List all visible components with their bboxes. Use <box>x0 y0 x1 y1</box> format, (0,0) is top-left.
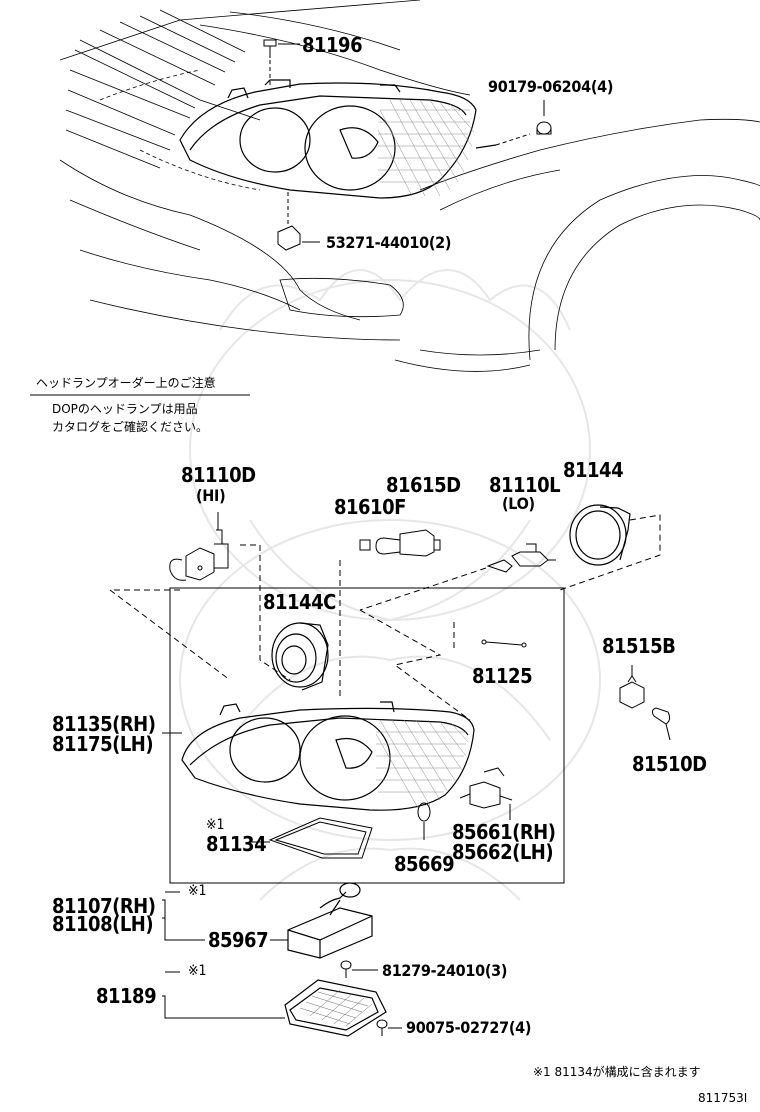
label-81110l-sub: (LO) <box>502 494 535 513</box>
label-81615d: 81615D <box>386 473 461 497</box>
ballast-85967 <box>287 882 373 959</box>
gasket-81134 <box>250 817 373 859</box>
label-81107-mark: ※1 <box>188 883 207 899</box>
label-81175-lh: 81175(LH) <box>52 732 154 756</box>
label-85967: 85967 <box>208 928 269 952</box>
o-ring-85669 <box>417 802 431 822</box>
cover-81144c <box>271 622 329 691</box>
label-81135-rh: 81135(RH) <box>52 712 156 736</box>
bulb-lo <box>486 543 556 573</box>
watermark-emblem <box>179 269 601 901</box>
cover-81144 <box>569 504 631 566</box>
label-81510d: 81510D <box>632 752 707 776</box>
socket-85661 <box>459 767 513 809</box>
notice-line-2: カタログをご確認ください。 <box>52 420 209 434</box>
label-85662-lh: 85662(LH) <box>452 840 554 864</box>
notice-title: ヘッドランプオーダー上のご注意 <box>36 376 216 390</box>
label-81189-mark: ※1 <box>188 963 207 979</box>
label-81134: 81134 <box>206 832 267 856</box>
label-90075: 90075-02727(4) <box>406 1018 532 1037</box>
label-81110l: 81110L <box>489 473 561 497</box>
label-81189: 81189 <box>96 984 157 1008</box>
bulb-81515b <box>619 675 645 709</box>
label-81144c: 81144C <box>263 590 336 614</box>
screw-81279 <box>340 960 378 978</box>
label-81134-mark: ※1 <box>206 817 225 833</box>
headlamp-assembly <box>181 701 475 811</box>
label-81279: 81279-24010(3) <box>382 961 508 980</box>
fasteners-top <box>263 39 552 251</box>
ballast-bracket-lines <box>162 891 205 941</box>
figure-id: 811753I <box>698 1091 748 1105</box>
bulb-81510d <box>651 707 671 741</box>
label-81196: 81196 <box>302 33 363 57</box>
bulb-hi <box>169 512 229 581</box>
label-81144: 81144 <box>563 458 624 482</box>
label-81107-rh: 81107(RH) <box>52 894 156 918</box>
vehicle-body <box>59 0 760 372</box>
label-85661-rh: 85661(RH) <box>452 820 556 844</box>
label-81108-lh: 81108(LH) <box>52 912 154 936</box>
label-81610f: 81610F <box>334 495 406 519</box>
footnote: ※1 81134が構成に含まれます <box>533 1065 701 1079</box>
label-85669: 85669 <box>394 852 455 876</box>
headlamp-installed <box>179 79 497 199</box>
assembly-frame <box>169 587 565 884</box>
bulb-81615d <box>375 529 441 557</box>
label-53271: 53271-44010(2) <box>326 233 452 252</box>
cover-81189 <box>284 979 387 1037</box>
label-81110d-sub: (HI) <box>196 486 226 505</box>
label-81125: 81125 <box>472 664 533 688</box>
label-81110d: 81110D <box>181 463 256 487</box>
wire-81125 <box>453 622 527 650</box>
screw-90075 <box>376 1019 402 1036</box>
label-81515b: 81515B <box>602 634 676 658</box>
socket-small <box>359 539 371 551</box>
label-90179: 90179-06204(4) <box>488 77 614 96</box>
notice-line-1: DOPのヘッドランプは用品 <box>52 402 198 416</box>
